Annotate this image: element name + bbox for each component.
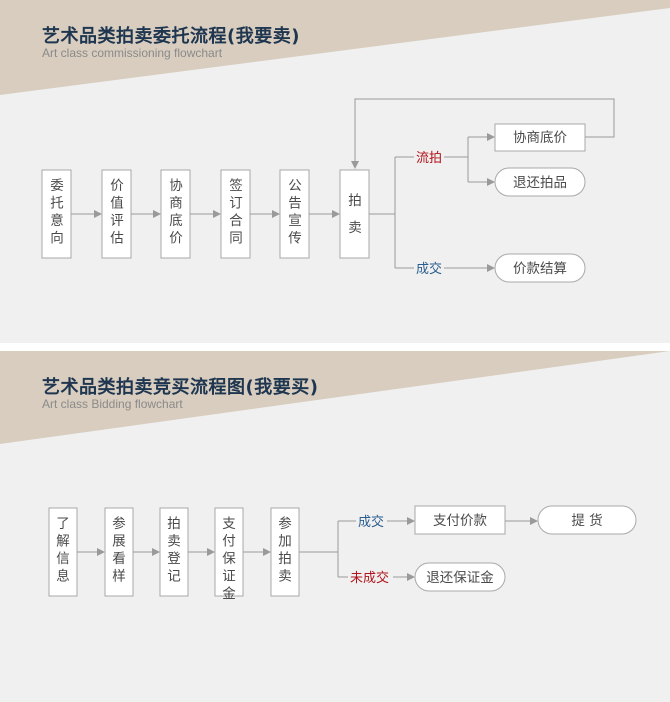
- success-label: 成交: [416, 261, 442, 277]
- step-box-auction: [339, 169, 370, 259]
- fail-label-2: 未成交: [350, 570, 389, 586]
- step-label-sign-contract: 签订合同: [229, 177, 243, 247]
- step-label-auction: 拍卖: [348, 193, 362, 236]
- step-box-publicity: [279, 169, 310, 259]
- bidding-panel: 艺术品类拍卖竞买流程图(我要买) Art class Bidding flowc…: [0, 351, 670, 702]
- step-box-preview: [104, 507, 134, 597]
- success-label-2: 成交: [358, 514, 384, 530]
- renegotiate-reserve-box: [494, 123, 586, 152]
- loop-back-arrow: [351, 98, 615, 169]
- return-item-label: 退还拍品: [513, 175, 567, 191]
- section2-title: 艺术品类拍卖竞买流程图(我要买): [42, 377, 319, 398]
- step-box-sign-contract: [220, 169, 251, 259]
- section2-subtitle: Art class Bidding flowchart: [42, 397, 183, 411]
- step-label-preview: 参展看样: [112, 515, 126, 585]
- header-band: [0, 351, 670, 444]
- step-box-negotiate-reserve: [160, 169, 191, 259]
- pickup-box: [537, 505, 637, 535]
- bidding-flowchart: 了解信息 参展看样 拍卖登记 支付保证金 参加拍卖 成交 未成交 支付价款: [48, 505, 637, 602]
- pay-price-label: 支付价款: [433, 513, 487, 529]
- section1-title: 艺术品类拍卖委托流程(我要卖): [42, 26, 300, 47]
- return-item-box: [494, 167, 586, 197]
- commission-flowchart: 委托意向 价值评估 协商底价 签订合同 公告宣传 拍卖: [41, 98, 615, 283]
- settlement-box: [494, 253, 586, 283]
- fail-label: 流拍: [416, 151, 442, 166]
- commission-panel: 艺术品类拍卖委托流程(我要卖) Art class commissioning …: [0, 0, 670, 343]
- step-box-register: [159, 507, 189, 597]
- pay-price-box: [414, 505, 506, 535]
- refund-deposit-label: 退还保证金: [426, 570, 494, 586]
- step-label-learn-info: 了解信息: [56, 516, 70, 585]
- step-label-pay-deposit: 支付保证金: [222, 516, 236, 602]
- header-band: [0, 0, 670, 95]
- step-label-commission-intent: 委托意向: [50, 178, 64, 247]
- settlement-label: 价款结算: [513, 261, 567, 277]
- step-label-value-appraisal: 价值评估: [110, 178, 124, 247]
- refund-deposit-box: [414, 562, 506, 592]
- step-label-join-auction: 参加拍卖: [278, 515, 292, 585]
- step-label-negotiate-reserve: 协商底价: [169, 178, 183, 247]
- step-label-register: 拍卖登记: [167, 516, 181, 585]
- step-box-pay-deposit: [214, 507, 244, 597]
- pickup-label: 提 货: [571, 512, 602, 529]
- step-box-learn-info: [48, 507, 78, 597]
- section1-subtitle: Art class commissioning flowchart: [42, 46, 223, 60]
- step-box-join-auction: [270, 507, 300, 597]
- renegotiate-reserve-label: 协商底价: [513, 130, 567, 146]
- step-box-commission-intent: [41, 169, 72, 259]
- step-label-publicity: 公告宣传: [288, 178, 302, 247]
